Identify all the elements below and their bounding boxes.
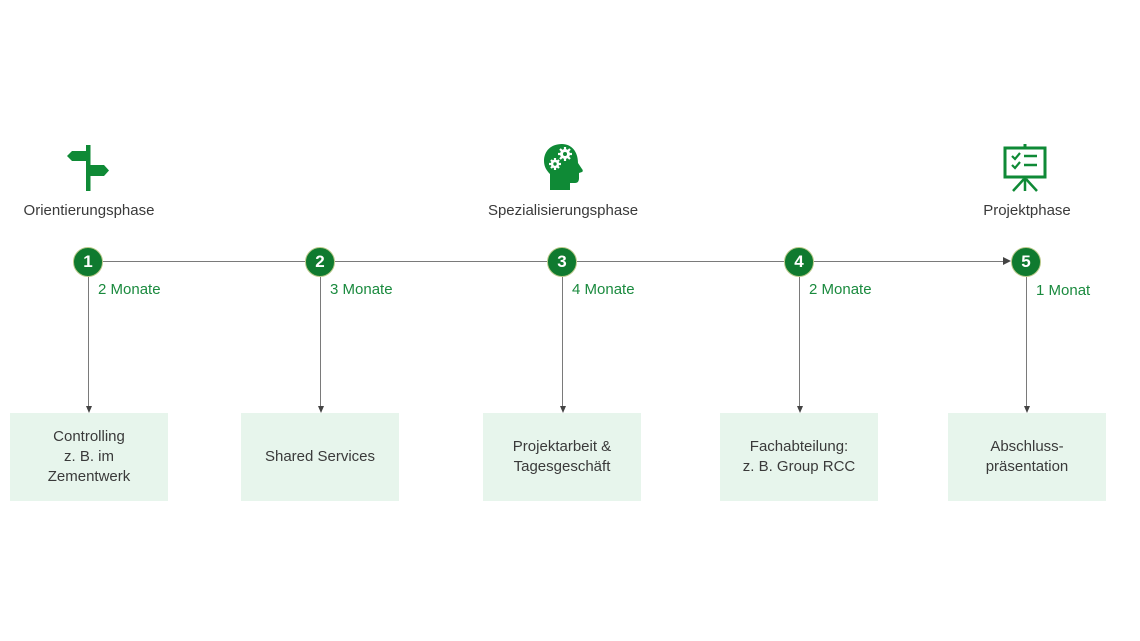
presentation-board-icon xyxy=(1003,144,1047,192)
step-duration-3: 4 Monate xyxy=(572,281,635,298)
step-node-3: 3 xyxy=(547,247,577,277)
connector-5 xyxy=(1026,261,1027,407)
step-duration-4: 2 Monate xyxy=(809,281,872,298)
step-box-3: Projektarbeit & Tagesgeschäft xyxy=(483,413,641,501)
step-box-4: Fachabteilung: z. B. Group RCC xyxy=(720,413,878,501)
connector-3 xyxy=(562,261,563,407)
connector-arrow-2 xyxy=(317,406,324,413)
connector-2 xyxy=(320,261,321,407)
connector-arrow-5 xyxy=(1023,406,1030,413)
step-node-5: 5 xyxy=(1011,247,1041,277)
step-duration-2: 3 Monate xyxy=(330,281,393,298)
phase-label-projekt: Projektphase xyxy=(983,202,1071,219)
phase-label-orientierung: Orientierungsphase xyxy=(23,202,155,219)
step-box-5: Abschluss- präsentation xyxy=(948,413,1106,501)
signpost-icon xyxy=(67,145,109,191)
connector-arrow-3 xyxy=(559,406,566,413)
step-node-1: 1 xyxy=(73,247,103,277)
head-gears-icon xyxy=(544,144,583,190)
phase-label-spezialisierung: Spezialisierungsphase xyxy=(487,202,639,219)
step-box-2: Shared Services xyxy=(241,413,399,501)
step-box-1: Controlling z. B. im Zementwerk xyxy=(10,413,168,501)
step-duration-5: 1 Monat xyxy=(1036,282,1091,299)
connector-4 xyxy=(799,261,800,407)
step-node-4: 4 xyxy=(784,247,814,277)
step-duration-1: 2 Monate xyxy=(98,281,161,298)
connector-1 xyxy=(88,261,89,407)
step-node-2: 2 xyxy=(305,247,335,277)
timeline-arrowhead xyxy=(1003,257,1011,265)
connector-arrow-1 xyxy=(85,406,92,413)
connector-arrow-4 xyxy=(796,406,803,413)
